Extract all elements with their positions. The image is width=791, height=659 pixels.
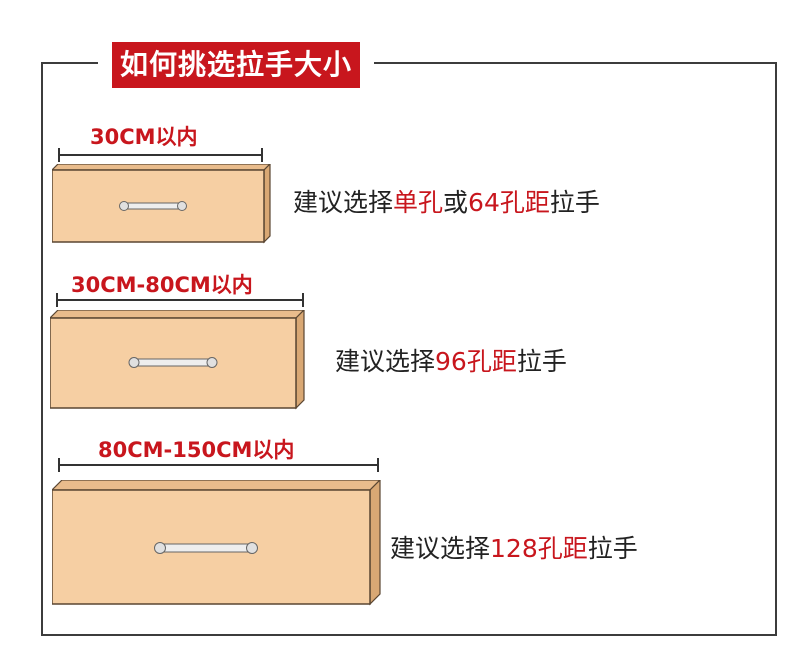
drawer-small — [52, 164, 272, 244]
drawer-handle-icon — [128, 357, 218, 368]
drawer-handle-icon — [154, 542, 258, 554]
title-banner: 如何挑选拉手大小 — [98, 40, 375, 90]
dimension-line-small — [58, 148, 263, 162]
size-label-medium: 30CM-80CM以内 — [71, 273, 253, 297]
drawer-medium — [50, 310, 306, 410]
drawer-large — [52, 480, 382, 607]
content-frame — [41, 62, 777, 636]
dimension-line-medium — [56, 293, 304, 307]
page-title: 如何挑选拉手大小 — [112, 42, 361, 88]
size-label-large: 80CM-150CM以内 — [98, 438, 295, 462]
recommendation-small: 建议选择单孔或64孔距拉手 — [293, 188, 600, 217]
dimension-line-large — [58, 458, 379, 472]
drawer-handle-icon — [119, 201, 187, 211]
recommendation-large: 建议选择128孔距拉手 — [390, 534, 638, 563]
recommendation-medium: 建议选择96孔距拉手 — [335, 347, 567, 376]
size-label-small: 30CM以内 — [90, 125, 198, 149]
